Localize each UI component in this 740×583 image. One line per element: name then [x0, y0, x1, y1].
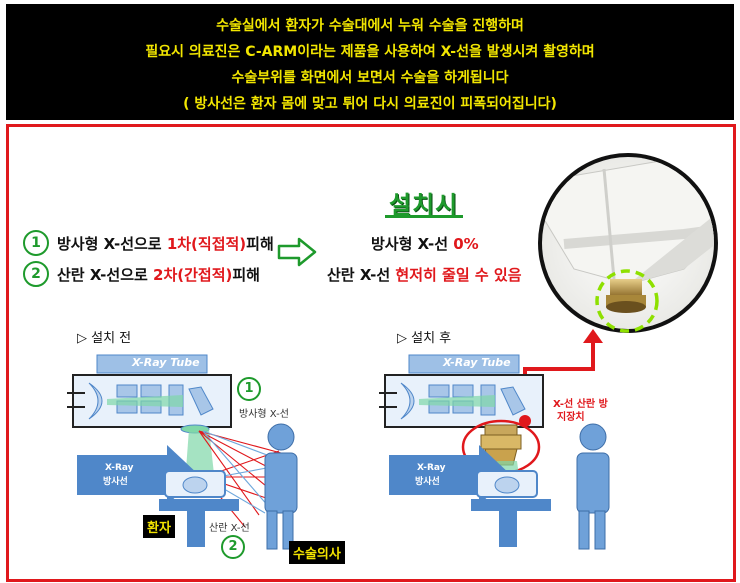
installation-panel: 설치시 1 방사형 X-선으로 1차(직접적)피해 2 산란 X-선으로 2차(… [6, 124, 736, 582]
info-banner: 수술실에서 환자가 수술대에서 누워 수술을 진행하며 필요시 의료진은 C-A… [6, 4, 734, 120]
radial-xray-label: 방사형 X-선 [239, 409, 289, 420]
device-label-2: 지장치 [557, 412, 585, 423]
right-item-2-pre: 산란 X-선 [327, 266, 396, 284]
left-item-2-emph: 2차(간접적) [153, 266, 233, 284]
before-marker-2: 2 [221, 535, 245, 559]
left-item-1-emph: 1차(직접적) [166, 235, 247, 253]
before-tube-label: X-Ray Tube [132, 356, 200, 369]
left-item-1-post: 피해 [246, 235, 274, 253]
left-item-2-pre: 산란 X-선으로 [57, 266, 154, 284]
left-item-2: 산란 X-선으로 2차(간접적)피해 [57, 264, 260, 285]
after-patient-table [471, 470, 551, 547]
before-patient-table [159, 470, 239, 547]
right-arrow-icon [277, 237, 317, 267]
before-marker-1: 1 [237, 377, 261, 401]
after-beam-label-1: X-Ray [417, 463, 446, 473]
after-heading: ▷ 설치 후 [397, 331, 452, 346]
banner-line-4: ( 방사선은 환자 몸에 맞고 튀어 다시 의료진이 피폭되어집니다) [183, 96, 557, 112]
right-item-2: 산란 X-선 현저히 줄일 수 있음 [327, 264, 522, 285]
device-label-1: X-선 산란 방 [553, 399, 608, 410]
panel-title: 설치시 [389, 191, 459, 219]
before-beam-label-2: 방사선 [103, 477, 128, 487]
left-item-1-pre: 방사형 X-선으로 [57, 235, 167, 253]
before-tube-diagram [67, 354, 232, 434]
callout-dot [519, 415, 531, 427]
after-tube-diagram [379, 354, 544, 428]
banner-line-2: 필요시 의료진은 C-ARM이라는 제품을 사용하여 X-선을 발생시켜 촬영하… [145, 44, 595, 60]
after-surgeon-figure [576, 423, 610, 550]
after-tube-label: X-Ray Tube [443, 356, 511, 369]
left-item-2-post: 피해 [232, 266, 260, 284]
before-beam-label-1: X-Ray [105, 463, 134, 473]
before-surgeon-figure [264, 423, 298, 550]
left-item-1: 방사형 X-선으로 1차(직접적)피해 [57, 233, 274, 254]
surgeon-label: 수술의사 [289, 541, 345, 564]
before-heading: ▷ 설치 전 [77, 331, 132, 346]
banner-line-1: 수술실에서 환자가 수술대에서 누워 수술을 진행하며 [216, 18, 524, 34]
after-beam-label-2: 방사선 [415, 477, 440, 487]
right-item-1-emph: 0% [453, 235, 479, 253]
banner-line-3: 수술부위를 화면에서 보면서 수술을 하게됩니다 [231, 70, 509, 86]
item1-number-circle: 1 [23, 230, 49, 256]
title-underline [385, 215, 463, 218]
item2-number-circle: 2 [23, 261, 49, 287]
right-item-2-emph: 현저히 줄일 수 있음 [395, 266, 522, 284]
right-item-1: 방사형 X-선 0% [371, 233, 479, 254]
scatter-xray-label: 산란 X-선 [209, 523, 250, 534]
device-photo [538, 153, 718, 333]
patient-label: 환자 [143, 515, 175, 538]
right-item-1-pre: 방사형 X-선 [371, 235, 454, 253]
